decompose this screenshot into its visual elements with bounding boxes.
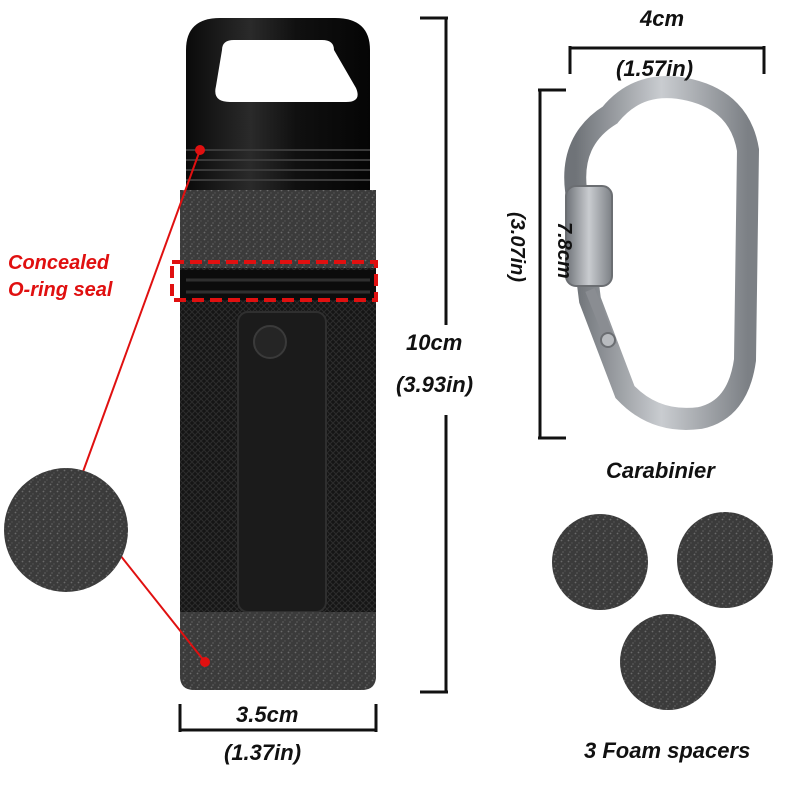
carabiner-height-metric-label: 7.8cm [553, 222, 575, 279]
carabiner-lock-sleeve [565, 185, 613, 287]
seal-callout-line2: O-ring seal [8, 279, 113, 301]
height-metric-label: 10cm [406, 330, 463, 355]
capsule-container [180, 18, 376, 690]
seal-callout-line1: Concealed [8, 252, 110, 274]
carabiner-label: Carabinier [606, 458, 715, 483]
pocket-clip [237, 311, 327, 613]
grip-tape-upper [180, 190, 376, 268]
foam-spacers-group [552, 512, 773, 710]
o-ring-grooves [186, 278, 370, 294]
o-ring-highlight [170, 260, 378, 302]
height-dimension [420, 16, 448, 694]
foam-spacer-1 [552, 514, 648, 610]
o-ring [180, 270, 376, 300]
carabiner-height-dimension [538, 88, 566, 440]
cap-threads [186, 149, 370, 181]
foam-spacer-detail [4, 468, 128, 592]
grip-tape-lower [180, 612, 376, 690]
width-dimension [178, 704, 378, 732]
height-imperial-label: (3.93in) [396, 372, 474, 397]
clip-rivet [253, 325, 287, 359]
callout-dot-bottom [200, 657, 210, 667]
seal-callout-label: Concealed O-ring seal [8, 250, 112, 304]
carabiner-width-imperial-label: (1.57in) [616, 56, 694, 81]
carabiner [564, 76, 760, 430]
carabiner-pin [600, 332, 616, 348]
foam-spacers-label: 3 Foam spacers [584, 738, 751, 763]
carabiner-width-metric-label: 4cm [640, 6, 685, 31]
foam-spacer-3 [620, 614, 716, 710]
callout-dot-top [195, 145, 205, 155]
cap-loop-hole [215, 40, 358, 102]
foam-spacer-2 [677, 512, 773, 608]
width-imperial-label: (1.37in) [224, 740, 302, 765]
callout-lines [79, 145, 210, 667]
carabiner-width-dimension [568, 46, 766, 74]
carabiner-height-imperial-label: (3.07in) [506, 212, 528, 283]
width-metric-label: 3.5cm [236, 702, 299, 727]
